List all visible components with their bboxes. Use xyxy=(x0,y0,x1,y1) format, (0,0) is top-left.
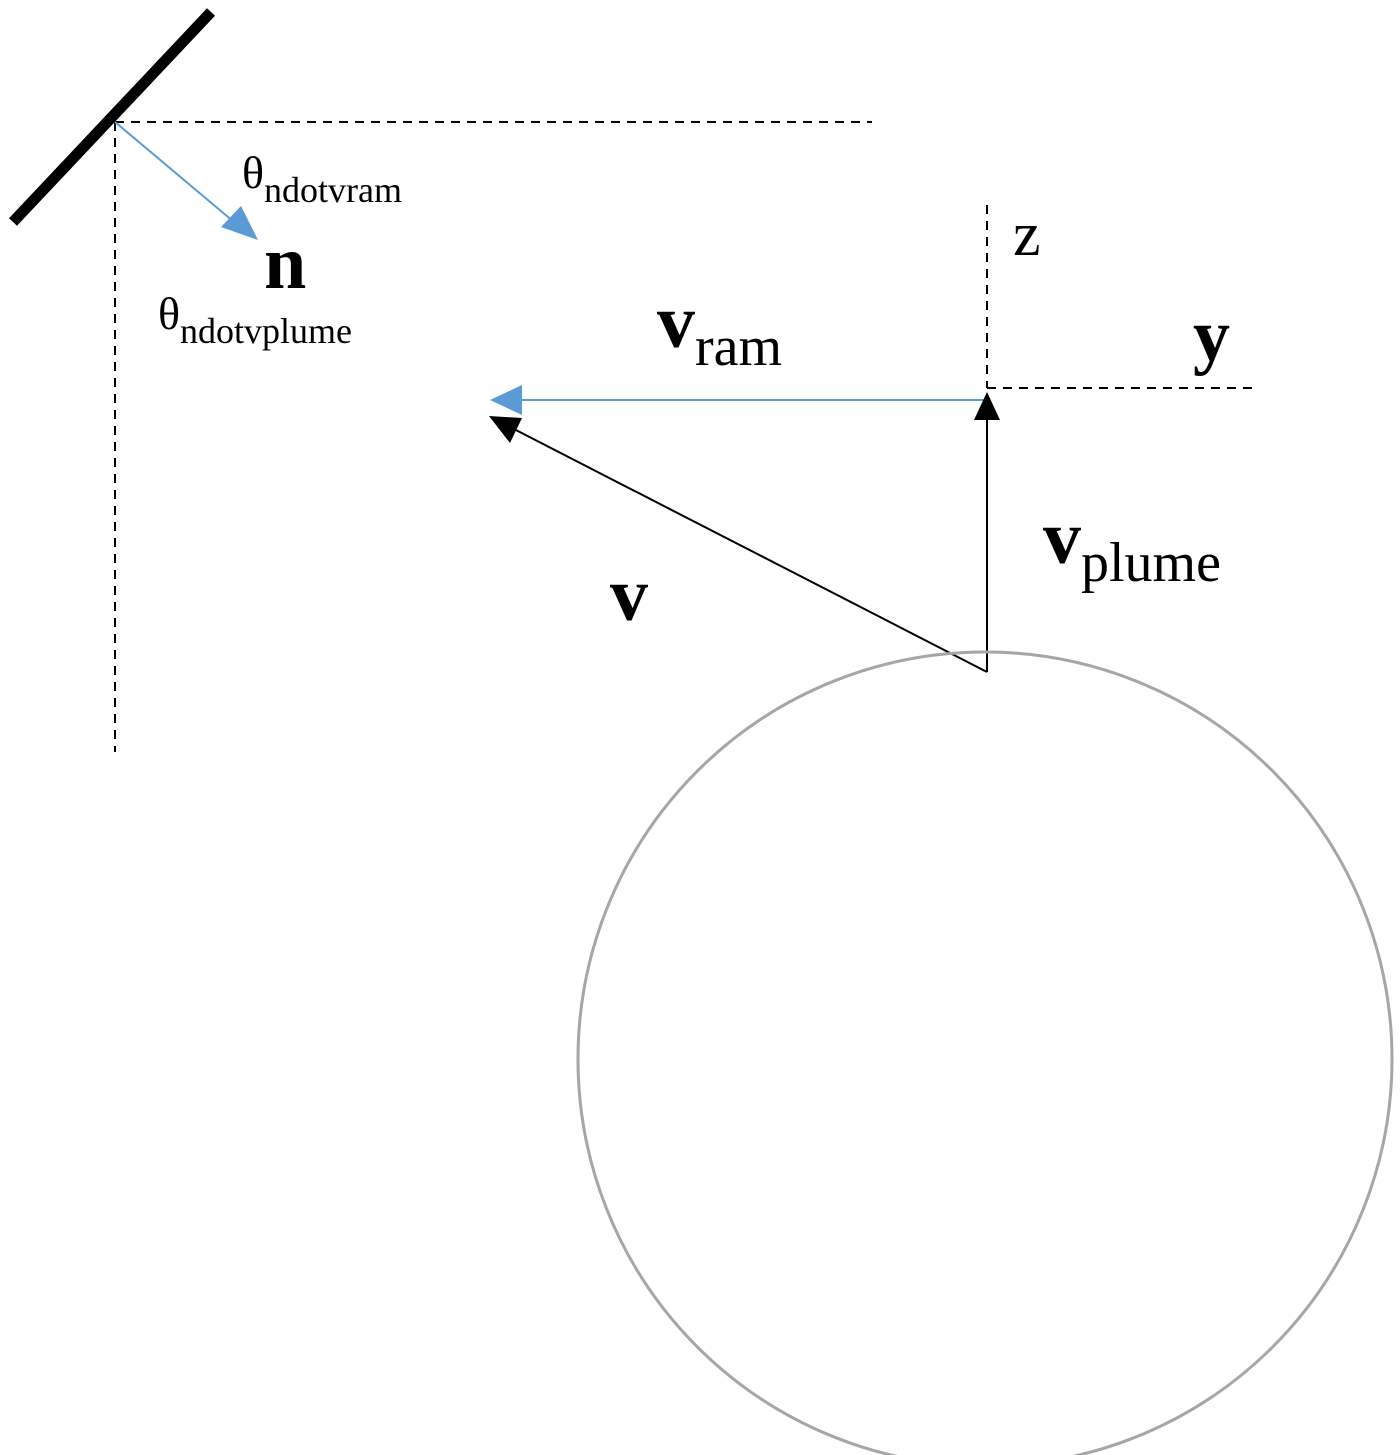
theta-ndotvplume-symbol: θ xyxy=(158,288,180,339)
v-plume-symbol: v xyxy=(1043,496,1081,580)
normal-vector-n xyxy=(114,121,235,223)
v-plume-subscript: plume xyxy=(1081,532,1221,594)
z-axis-label: z xyxy=(1013,201,1041,269)
theta-ndotvram-subscript: ndotvram xyxy=(264,170,402,210)
body-circle xyxy=(576,650,1394,1455)
theta-ndotvplume-label: θndotvplume xyxy=(158,288,352,351)
v-ram-symbol: v xyxy=(657,280,695,364)
v-label: v xyxy=(610,553,648,637)
theta-ndotvplume-subscript: ndotvplume xyxy=(180,311,352,351)
n-label: n xyxy=(264,221,306,305)
v-vector xyxy=(511,427,988,673)
theta-ndotvram-label: θndotvram xyxy=(242,147,402,210)
v-ram-arrowhead xyxy=(490,385,522,415)
v-plume-label: vplume xyxy=(1043,496,1221,594)
surface-plate xyxy=(8,8,216,226)
theta-ndotvram-symbol: θ xyxy=(242,147,264,198)
v-arrowhead xyxy=(489,416,522,443)
normal-vector-arrowhead xyxy=(221,206,258,240)
v-ram-subscript: ram xyxy=(695,316,782,378)
v-plume-arrowhead xyxy=(974,392,1000,420)
y-axis-label: y xyxy=(1193,295,1230,377)
v-ram-label: vram xyxy=(657,280,782,378)
